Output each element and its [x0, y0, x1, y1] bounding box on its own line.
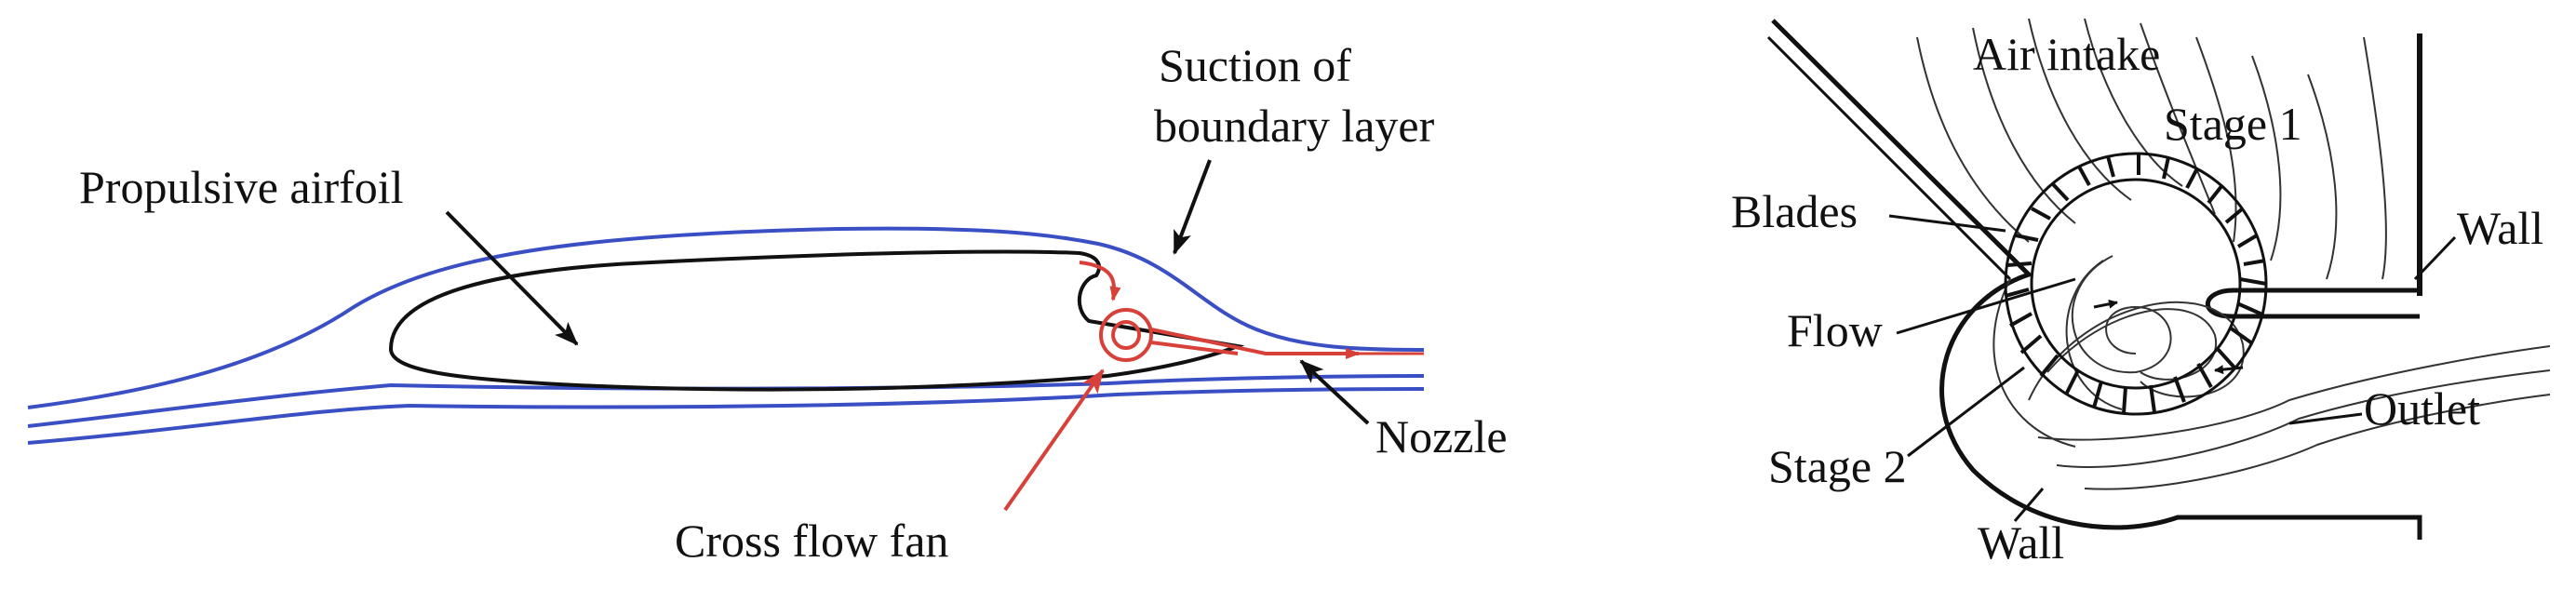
label-wall-right: Wall	[2457, 202, 2543, 254]
label-stage-1: Stage 1	[2164, 98, 2302, 150]
fan-stage-figure: Air intake Stage 1 Blades Wall Flow Outl…	[1731, 18, 2551, 569]
arrow-nozzle	[1299, 359, 1370, 425]
label-air-intake: Air intake	[1973, 28, 2160, 80]
leader-blades	[1888, 214, 2006, 233]
intake-wall-left-inner	[1766, 35, 2012, 281]
leader-stage-2	[1907, 366, 2025, 458]
streamline-lower	[27, 387, 1425, 445]
arrow-fan	[1003, 368, 1105, 512]
leader-wall-right	[2413, 235, 2457, 281]
flow-streamlines	[1916, 18, 2551, 490]
leader-outlet	[2288, 412, 2363, 425]
label-outlet: Outlet	[2364, 382, 2480, 435]
airfoil-body	[388, 249, 1245, 392]
cross-flow-fan	[1079, 261, 1424, 362]
label-flow: Flow	[1787, 304, 1883, 356]
airfoil-figure: Propulsive airfoil Suction of boundary l…	[27, 39, 1508, 567]
inner-flow-arrow	[2093, 299, 2118, 309]
label-propulsive-airfoil: Propulsive airfoil	[79, 161, 404, 213]
streamline-upper	[27, 226, 1425, 409]
leader-wall-bottom	[2013, 488, 2045, 522]
label-suction-line2: boundary layer	[1154, 100, 1435, 152]
label-wall-bottom: Wall	[1978, 516, 2064, 569]
label-cross-flow-fan: Cross flow fan	[675, 515, 948, 567]
label-nozzle: Nozzle	[1375, 410, 1508, 462]
cutoff-tongue	[2205, 288, 2420, 319]
leader-flow	[1896, 277, 2076, 335]
label-stage-2: Stage 2	[1768, 440, 1907, 492]
arrow-suction	[1173, 159, 1212, 255]
streamline-middle	[27, 374, 1425, 428]
label-suction-line1: Suction of	[1159, 39, 1351, 91]
arrow-airfoil	[445, 210, 579, 346]
inner-vortex	[2071, 255, 2172, 374]
label-blades: Blades	[1731, 185, 1858, 237]
impeller	[2004, 152, 2268, 416]
impeller-blades	[2005, 154, 2267, 414]
outlet-flow-arrow	[2214, 365, 2244, 375]
